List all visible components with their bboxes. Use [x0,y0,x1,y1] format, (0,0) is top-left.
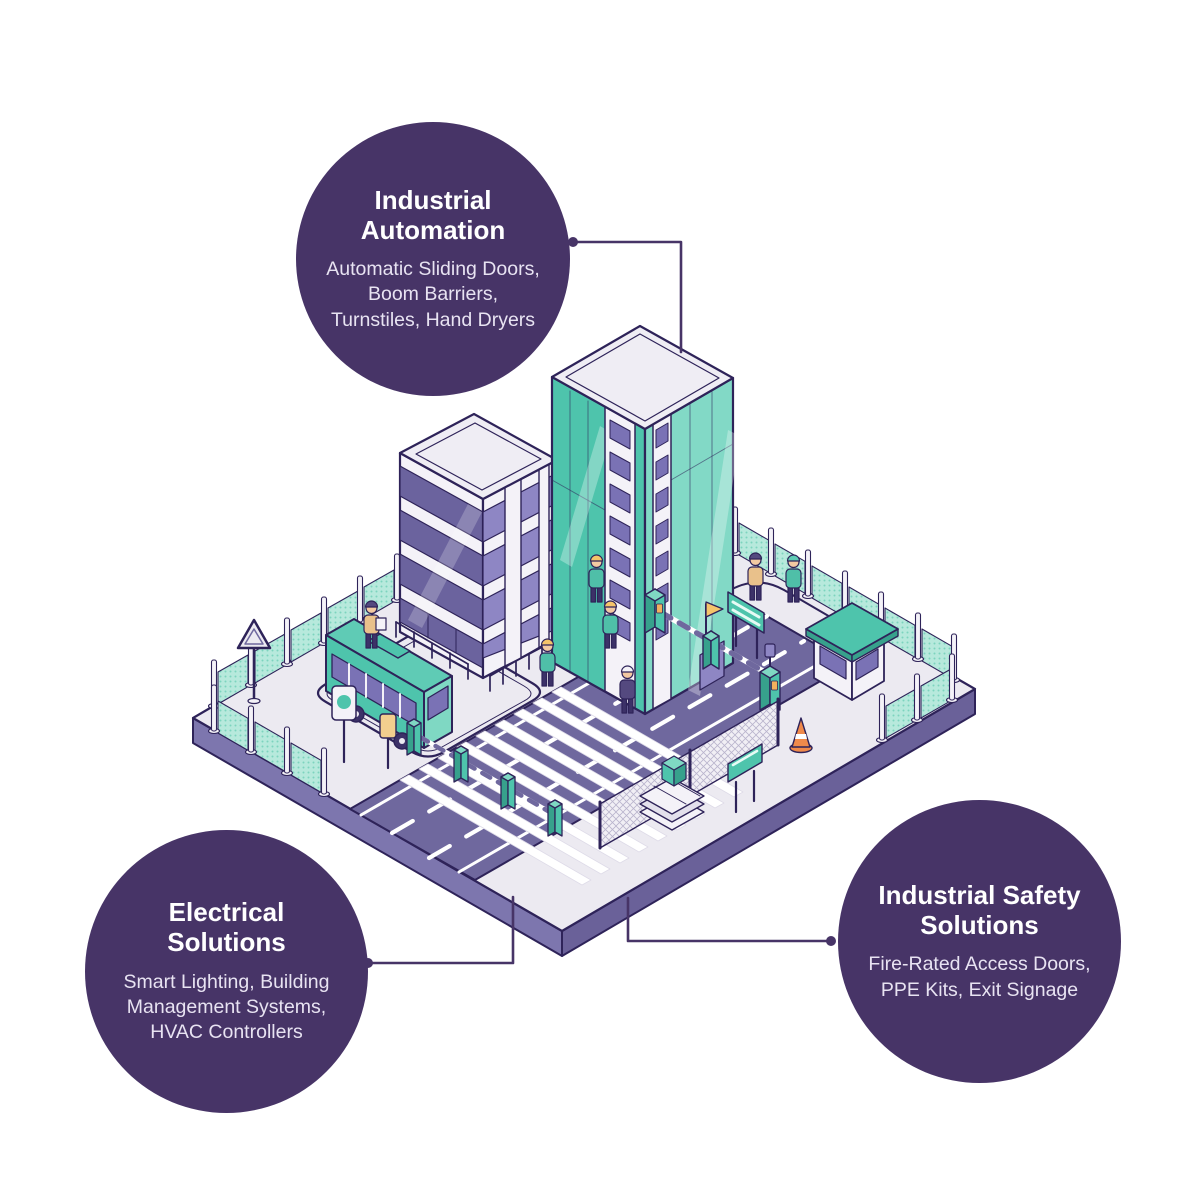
glass-tower [550,324,740,716]
office-building [398,412,559,680]
visitor [747,552,764,601]
supervisor [363,600,387,649]
connector-industrial-safety [626,896,836,946]
callout-description: Automatic Sliding Doors, Boom Barriers, … [326,258,540,331]
worker [539,638,556,687]
security-guard-booth [805,602,899,701]
callout-title: Industrial Safety Solutions [878,880,1081,941]
warning-sign [236,618,272,705]
connector-dot [826,936,836,946]
ticket-post [379,713,397,770]
shuttle-bus [325,618,453,750]
bus-stop-sign [331,685,357,764]
traffic-cone [789,717,813,754]
callout-title: Industrial Automation [360,184,506,245]
callout-description: Smart Lighting, Building Management Syst… [123,970,330,1044]
crosswalk-barriers [406,718,563,837]
callout-industrial-automation: Industrial Automation Automatic Sliding … [296,122,570,396]
callout-title: Electrical Solutions [167,897,286,958]
yard-sign [727,743,763,814]
callout-description: Fire-Rated Access Doors, PPE Kits, Exit … [868,953,1091,1001]
connector-industrial-automation [568,237,683,354]
connector-dot [568,237,578,247]
worker [785,554,802,603]
site-manager [619,665,636,714]
boom-barrier-gate [644,588,781,711]
worker [588,554,605,603]
callout-electrical-solutions: Electrical Solutions Smart Lighting, Bui… [85,830,368,1113]
callout-industrial-safety-solutions: Industrial Safety Solutions Fire-Rated A… [838,800,1121,1083]
pallet-stack [639,755,705,831]
worker [602,600,619,649]
direction-sign [727,591,765,660]
workers [363,552,802,714]
